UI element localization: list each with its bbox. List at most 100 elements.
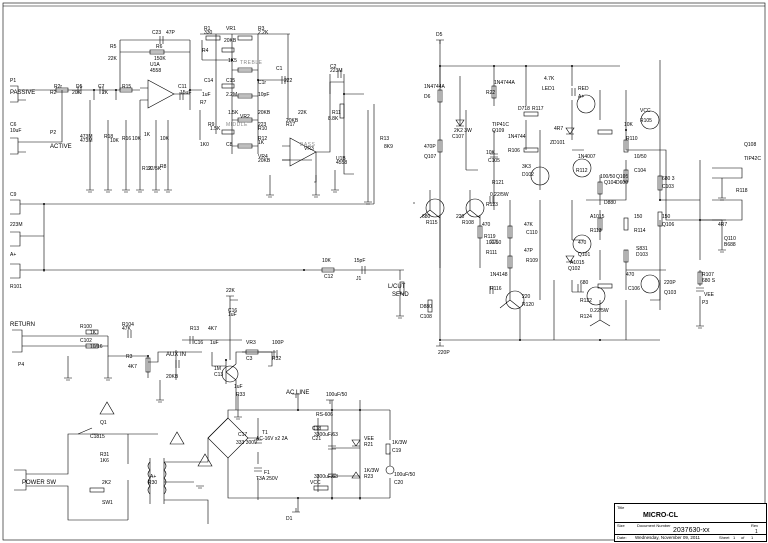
label-188: Q105 — [616, 174, 628, 180]
label-163: 470P — [424, 144, 436, 150]
title-block-of-label: of — [741, 535, 745, 540]
label-204: Q101 — [578, 252, 590, 258]
label-172: R106 — [508, 148, 520, 154]
label-47: C14 — [204, 78, 213, 84]
label-221: 0.22/5W — [590, 308, 609, 314]
label-13: 4558 — [150, 68, 161, 74]
label-201: 47P — [524, 248, 534, 254]
label-143: 1K/3W — [392, 440, 407, 446]
label-2: R2r — [54, 84, 62, 90]
label-157: VCC — [640, 108, 651, 114]
label-18: C11 — [178, 84, 187, 90]
label-122: 2K2 — [102, 480, 111, 486]
label-29: C1 — [276, 66, 283, 72]
label-140: R21 — [364, 442, 373, 448]
label-156: A+ — [578, 94, 584, 100]
title-block-title-label: Title — [617, 505, 625, 510]
label-207: A1015 — [590, 214, 605, 220]
label-128: AC-16V x2 2A — [256, 436, 288, 442]
label-49: C15 — [226, 78, 235, 84]
power-amp-wiring — [419, 40, 743, 341]
label-26: R4 — [202, 48, 209, 54]
title-block-of: 1 — [751, 535, 754, 540]
label-104: 20KB — [166, 374, 179, 380]
label-138: VCC — [310, 480, 321, 486]
label-174: C105 — [488, 158, 500, 164]
label-135: 3300uF/63 — [314, 432, 338, 438]
label-94: R104 — [122, 322, 134, 328]
label-134: C18 — [312, 426, 321, 432]
label-242: H/PHONE — [0, 0, 27, 2]
label-28: TREBLE — [240, 60, 263, 66]
label-103: AUX IN — [166, 352, 186, 358]
label-41: 473M — [80, 138, 93, 144]
label-181: 680 3 — [662, 176, 675, 182]
label-137: 3300uF/63 — [314, 474, 338, 480]
label-17: 10K — [132, 136, 142, 142]
label-210: R114 — [634, 228, 646, 234]
label-222: R124 — [580, 314, 592, 320]
label-105: VR3 — [246, 340, 256, 346]
label-170: ZD101 — [550, 140, 565, 146]
label-92: C102 — [80, 338, 92, 344]
label-5: R15 — [122, 84, 131, 90]
component-symbols — [43, 35, 726, 513]
label-65: 8.8K — [328, 116, 339, 122]
label-149: 1N4744A — [424, 84, 446, 90]
label-202: R109 — [526, 258, 538, 264]
label-34: 10uF — [10, 128, 21, 134]
label-187: D880 — [604, 200, 616, 206]
label-101: C16 — [194, 340, 203, 346]
label-90: R100 — [80, 324, 92, 330]
label-121: R30 — [148, 480, 157, 486]
label-164: Q107 — [424, 154, 436, 160]
label-146: C20 — [394, 480, 403, 486]
label-7: 22K — [108, 56, 118, 62]
label-247: C109 — [0, 0, 12, 2]
label-12: U1A — [150, 62, 160, 68]
label-24: R3 — [258, 26, 265, 32]
label-141: 1K/3W — [364, 468, 379, 474]
label-132: D1 — [286, 516, 293, 522]
label-191: 0.22/5W — [490, 192, 509, 198]
label-15: 10K — [110, 138, 120, 144]
label-99: R13 — [190, 326, 199, 332]
label-160: R110 — [626, 136, 638, 142]
label-77: U1B — [336, 156, 346, 162]
label-68: R12 — [258, 136, 267, 142]
title-block-sheet: 1 — [733, 535, 736, 540]
label-129: F1 — [264, 470, 270, 476]
label-193: 470 — [482, 222, 491, 228]
label-224: C106 — [628, 286, 640, 292]
label-237: 680 S — [702, 278, 716, 284]
label-60: C8 — [226, 142, 233, 148]
label-208: R113 — [590, 228, 602, 234]
label-226: Q103 — [664, 290, 676, 296]
label-100: 4K7 — [208, 326, 217, 332]
label-155: RED — [578, 86, 589, 92]
label-39: 2K — [102, 90, 109, 96]
label-102: 1uF — [210, 340, 219, 346]
label-197: 220 — [456, 214, 465, 220]
label-25: 2.2K — [258, 30, 269, 36]
label-32: 223M — [330, 68, 343, 74]
label-67: 20KB — [258, 158, 271, 164]
label-213: S831 — [636, 246, 648, 252]
label-206: Q102 — [568, 266, 580, 272]
label-243: R14 — [0, 0, 9, 2]
label-182: C103 — [662, 184, 674, 190]
label-64: R11 — [332, 110, 341, 116]
label-184: C104 — [634, 168, 646, 174]
title-block-docnum-label: Document Number — [637, 523, 671, 528]
label-109: 1M — [214, 366, 221, 372]
label-127: T1 — [262, 430, 268, 436]
label-70: BASS — [300, 142, 316, 148]
label-189: D600 — [616, 180, 628, 186]
label-42: 1K — [144, 132, 151, 138]
label-196: R115 — [426, 220, 438, 226]
label-59: MIDDLE — [226, 122, 248, 128]
label-225: 220P — [664, 280, 676, 286]
label-114: C16 — [228, 308, 237, 314]
